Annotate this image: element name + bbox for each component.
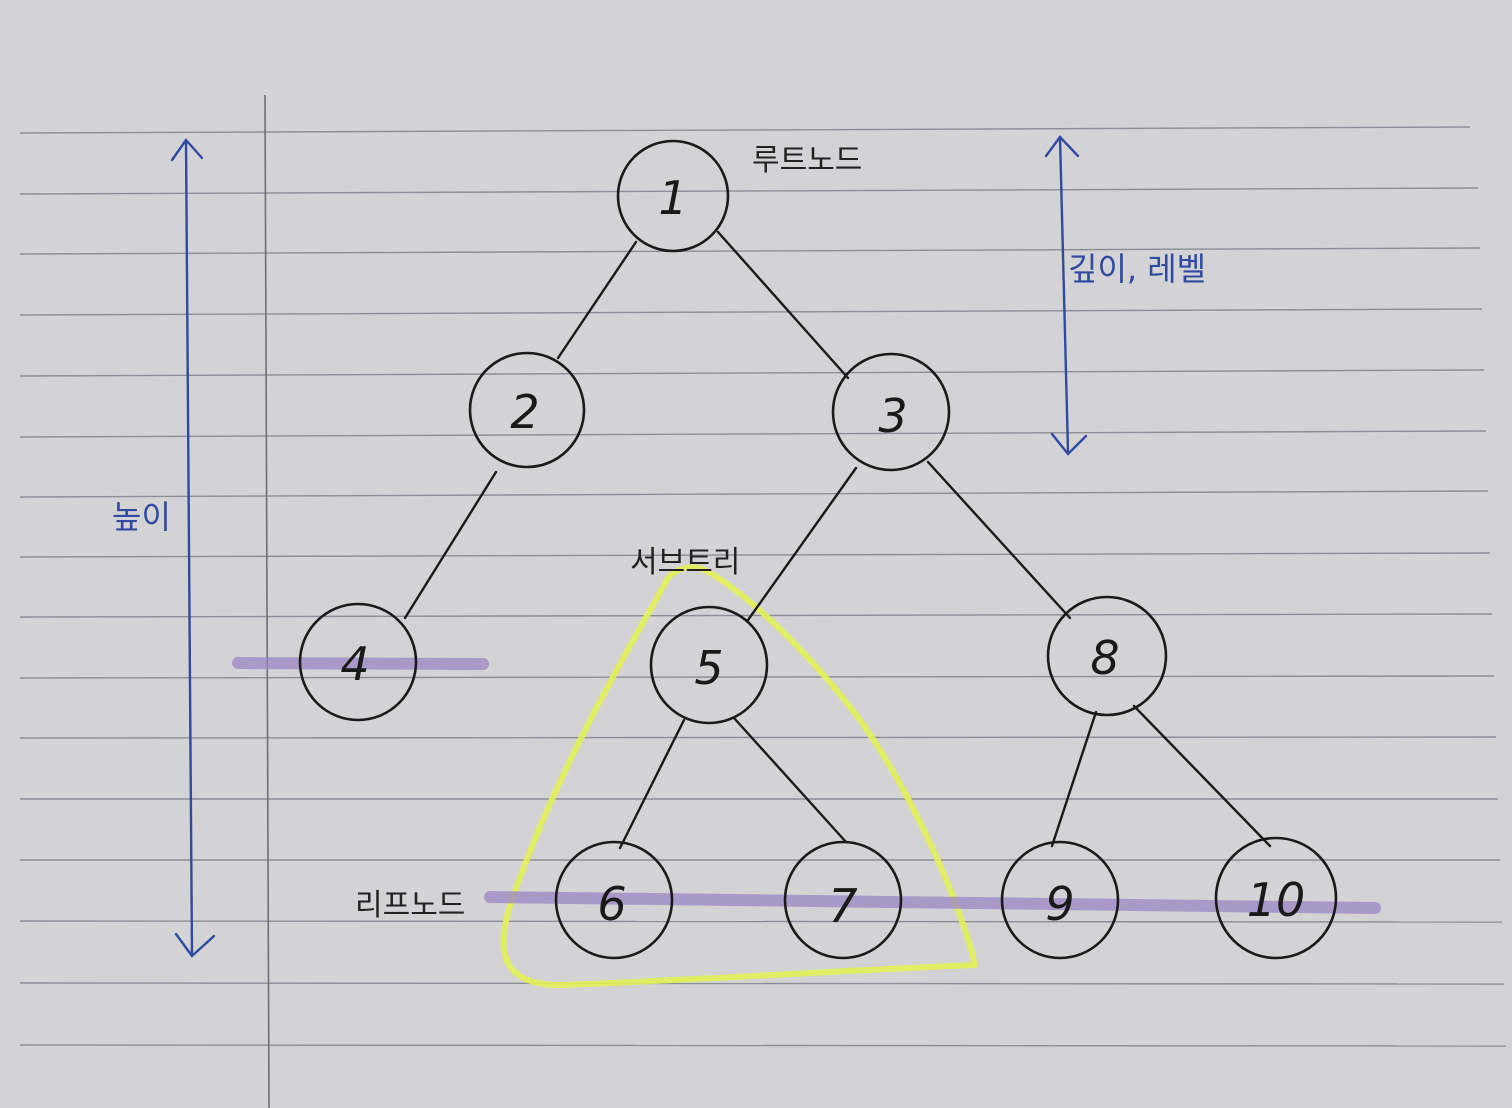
edge-1-3 [716, 230, 850, 380]
node-circle [783, 840, 903, 960]
node-circle [554, 840, 674, 960]
tree-node-3: 3 [831, 352, 951, 472]
edge-2-4 [403, 470, 498, 620]
rule-line [19, 430, 1487, 438]
rule-line [19, 187, 1479, 195]
rule-line [19, 982, 1505, 985]
tree-node-5: 5 [649, 605, 769, 725]
rule-line [19, 308, 1483, 316]
rule-line [19, 736, 1497, 739]
node-circle [1214, 836, 1338, 960]
tree-node-4: 4 [298, 602, 418, 722]
edge-3-5 [746, 466, 858, 622]
tree-node-2: 2 [468, 351, 586, 469]
edge-8-10 [1132, 704, 1272, 848]
node-circle [831, 352, 951, 472]
rule-line [19, 369, 1485, 377]
subtree-label: 서브트리 [630, 545, 740, 580]
node-circle [1000, 840, 1120, 960]
tree-node-10: 10 [1214, 836, 1338, 960]
node-label: 8 [1090, 631, 1119, 685]
edge-5-7 [732, 716, 848, 844]
rule-line [19, 126, 1471, 134]
rule-line [19, 247, 1481, 255]
tree-node-1: 1 [616, 139, 730, 253]
node-label: 1 [658, 171, 687, 225]
depth-arrow [1044, 135, 1088, 456]
node4-level-highlight [232, 657, 489, 670]
leaf-node-label: 리프노드 [355, 888, 465, 923]
height-arrow [170, 138, 216, 958]
depth-level-label: 깊이, 레벨 [1068, 250, 1206, 288]
node-label: 4 [340, 637, 369, 691]
depth-arrow-head-down [1050, 432, 1088, 456]
node-label: 3 [878, 389, 907, 443]
depth-arrow-head-up [1044, 135, 1080, 158]
tree-nodes: 1 2 3 4 5 8 6 7 [298, 139, 1338, 960]
depth-arrow-shaft [1058, 135, 1070, 454]
height-arrow-shaft [184, 138, 194, 957]
edge-1-2 [556, 240, 638, 360]
height-label: 높이 [112, 498, 171, 536]
node-circle [616, 139, 730, 253]
tree-edges [403, 230, 1272, 850]
root-node-label: 루트노드 [752, 143, 862, 178]
node-label: 10 [1247, 873, 1306, 927]
node-circle [298, 602, 418, 722]
leaf-level-highlight [484, 891, 1381, 914]
rule-line [19, 675, 1495, 679]
node-circle [649, 605, 769, 725]
height-arrow-head-down [174, 932, 216, 958]
height-arrow-head-up [170, 138, 204, 162]
node-label: 9 [1045, 877, 1074, 931]
node-label: 5 [694, 641, 723, 695]
margin-line [264, 94, 270, 1108]
tree-node-7: 7 [783, 840, 903, 960]
rule-line [19, 490, 1489, 498]
node-circle [468, 351, 586, 469]
rule-line [19, 613, 1493, 618]
node-circle [1046, 595, 1168, 717]
tree-node-9: 9 [1000, 840, 1120, 960]
ruled-lines [19, 126, 1507, 1047]
node-label: 2 [510, 385, 539, 439]
rule-line [19, 552, 1491, 558]
edge-8-9 [1050, 710, 1098, 848]
rule-line [19, 920, 1503, 923]
edge-3-8 [926, 460, 1072, 620]
tree-node-8: 8 [1046, 595, 1168, 717]
node-label: 6 [597, 877, 626, 931]
edge-5-6 [618, 718, 686, 850]
tree-node-6: 6 [554, 840, 674, 960]
rule-line [19, 1044, 1507, 1047]
node-label: 7 [828, 879, 857, 933]
